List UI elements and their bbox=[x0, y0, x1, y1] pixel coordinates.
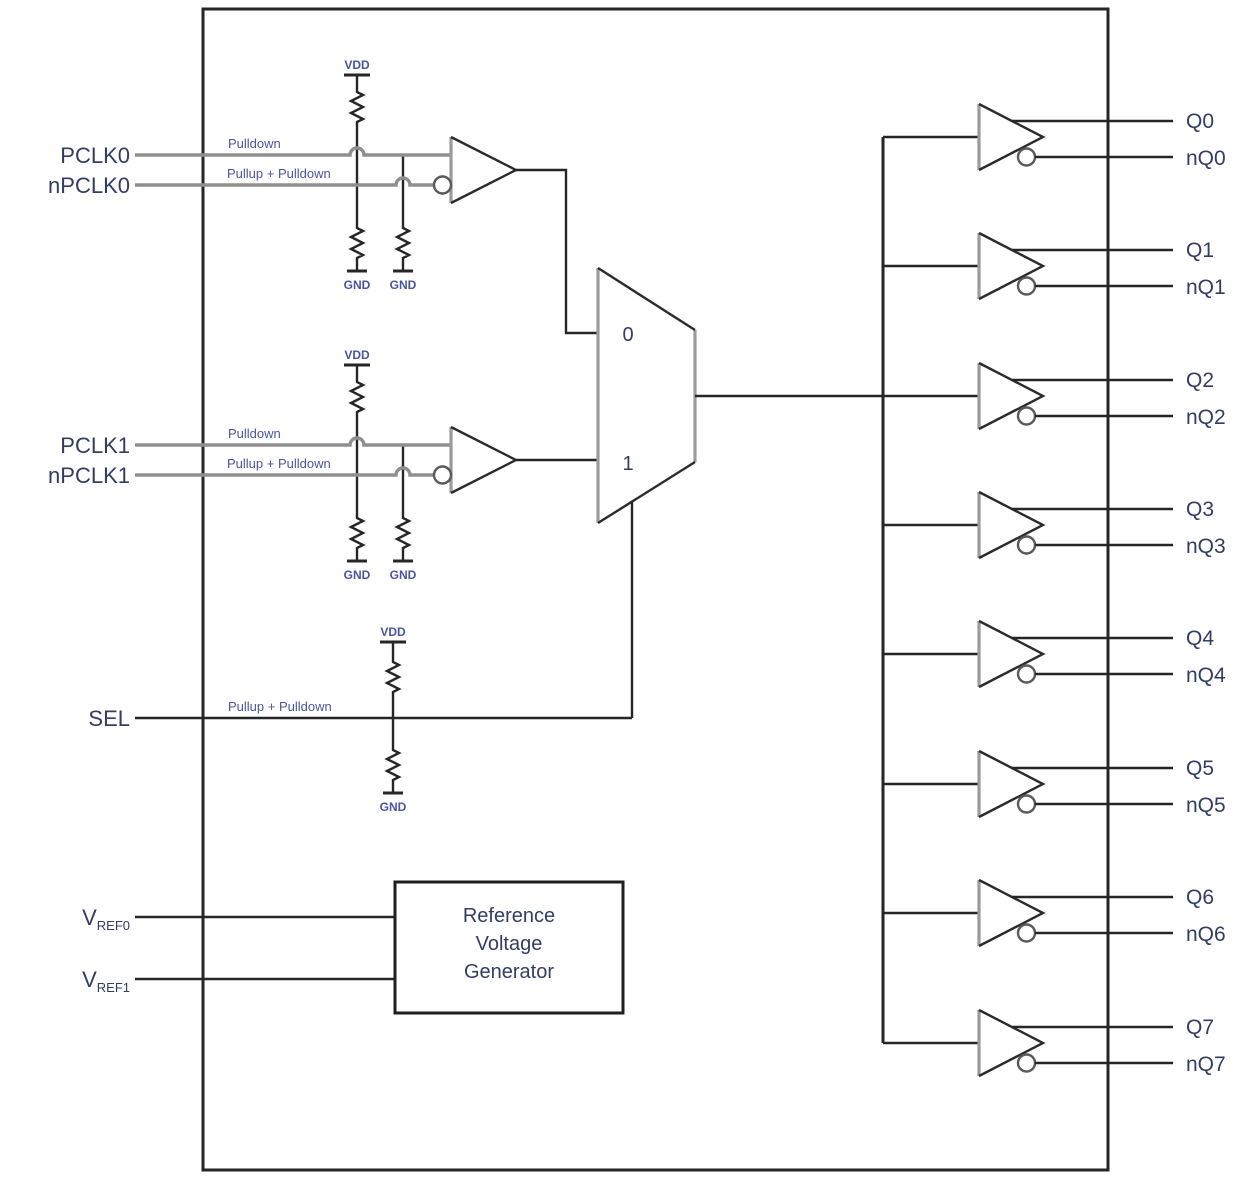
npclk0-termination-annotation: Pullup + Pulldown bbox=[227, 166, 331, 181]
inversion-bubble-icon bbox=[1016, 664, 1037, 684]
npclk1-termination-annotation: Pullup + Pulldown bbox=[227, 456, 331, 471]
output-channel-1: Q1 nQ1 bbox=[883, 231, 1226, 301]
pulldown-resistor bbox=[395, 513, 411, 553]
vref0-subscript: REF0 bbox=[97, 918, 130, 933]
pclk0-input-network: VDD GND GND Pulldown Pullup + Pulldown P… bbox=[48, 58, 451, 292]
output-buffer-triangle bbox=[978, 619, 1046, 689]
nq-port-label: nQ5 bbox=[1186, 794, 1226, 817]
pulldown-resistor bbox=[349, 513, 365, 553]
output-channel-3: Q3 nQ3 bbox=[883, 490, 1226, 560]
inversion-bubble-icon bbox=[1016, 276, 1037, 296]
pulldown-resistor bbox=[349, 223, 365, 263]
q-port-label: Q7 bbox=[1186, 1016, 1214, 1039]
pullup-resistor bbox=[349, 87, 365, 127]
mux-input0-label: 0 bbox=[622, 324, 633, 346]
output-channel-7: Q7 nQ7 bbox=[883, 1008, 1226, 1078]
pclk0-signal-line bbox=[135, 146, 451, 157]
vref0-base: V bbox=[82, 905, 97, 930]
output-channel-4: Q4 nQ4 bbox=[883, 619, 1226, 689]
npclk0-signal-line bbox=[135, 176, 434, 187]
vdd-label: VDD bbox=[344, 58, 370, 72]
output-buffer-triangle bbox=[978, 102, 1046, 172]
mux-slant-edges bbox=[597, 266, 696, 525]
nq-port-label: nQ3 bbox=[1186, 535, 1226, 558]
inversion-bubble-icon bbox=[432, 465, 453, 485]
nq-port-label: nQ1 bbox=[1186, 276, 1226, 299]
mux-vertical-edges bbox=[596, 268, 697, 523]
gnd-label: GND bbox=[344, 278, 371, 292]
reference-voltage-generator-block: Reference Voltage Generator bbox=[393, 880, 625, 1015]
reference-voltage-generator-box bbox=[393, 880, 625, 1015]
q-port-label: Q5 bbox=[1186, 757, 1214, 780]
output-channel-0: Q0 nQ0 bbox=[883, 102, 1226, 172]
pulldown-resistor bbox=[395, 223, 411, 263]
input-buffer-pclk0 bbox=[432, 135, 598, 335]
vref-inputs: VREF0 VREF1 bbox=[82, 905, 395, 995]
gnd-label: GND bbox=[380, 800, 407, 814]
npclk0-port-label: nPCLK0 bbox=[48, 173, 130, 198]
inversion-bubble-icon bbox=[1016, 535, 1037, 555]
vref1-base: V bbox=[82, 967, 97, 992]
pclk1-termination-annotation: Pulldown bbox=[228, 426, 281, 441]
pclk0-port-label: PCLK0 bbox=[60, 143, 130, 168]
ic-boundary bbox=[201, 7, 1110, 1172]
pclk1-port-label: PCLK1 bbox=[60, 433, 130, 458]
pullup-resistor bbox=[385, 657, 401, 697]
inversion-bubble-icon bbox=[1016, 147, 1037, 167]
q-port-label: Q0 bbox=[1186, 110, 1214, 133]
inversion-bubble-icon bbox=[1016, 406, 1037, 426]
npclk1-signal-line bbox=[135, 466, 434, 477]
reference-block-line1: Reference bbox=[463, 905, 555, 927]
output-buffer-triangle bbox=[978, 1008, 1046, 1078]
nq-port-label: nQ4 bbox=[1186, 664, 1226, 687]
pulldown-resistor bbox=[385, 745, 401, 785]
output-channel-6: Q6 nQ6 bbox=[883, 878, 1226, 948]
nq-port-label: nQ7 bbox=[1186, 1053, 1226, 1076]
buffer0-to-mux-wire bbox=[516, 168, 598, 335]
inversion-bubble-icon bbox=[1016, 923, 1037, 943]
pclk1-signal-line bbox=[135, 436, 451, 447]
q-port-label: Q1 bbox=[1186, 239, 1214, 262]
q-port-label: Q3 bbox=[1186, 498, 1214, 521]
vdd-label: VDD bbox=[344, 348, 370, 362]
inversion-bubble-icon bbox=[432, 175, 453, 195]
gnd-label: GND bbox=[390, 278, 417, 292]
q-port-label: Q2 bbox=[1186, 369, 1214, 392]
reference-block-line2: Voltage bbox=[476, 933, 543, 955]
buffer-triangle bbox=[450, 135, 519, 205]
output-channel-2: Q2 nQ2 bbox=[883, 361, 1226, 431]
buffer-triangle bbox=[450, 425, 519, 495]
sel-port-label: SEL bbox=[88, 706, 130, 731]
output-buffer-triangle bbox=[978, 490, 1046, 560]
nq-port-label: nQ0 bbox=[1186, 147, 1226, 170]
nq-port-label: nQ2 bbox=[1186, 406, 1226, 429]
inversion-bubble-icon bbox=[1016, 794, 1037, 814]
mux-input1-label: 1 bbox=[622, 453, 633, 475]
vdd-label: VDD bbox=[380, 625, 406, 639]
output-channel-5: Q5 nQ5 bbox=[883, 749, 1226, 819]
inversion-bubble-icon bbox=[1016, 1053, 1037, 1073]
vref0-port-label: VREF0 bbox=[82, 905, 130, 933]
gnd-label: GND bbox=[344, 568, 371, 582]
gnd-label: GND bbox=[390, 568, 417, 582]
clock-select-mux: 0 1 bbox=[596, 266, 883, 718]
sel-termination-annotation: Pullup + Pulldown bbox=[228, 699, 332, 714]
pclk1-input-network: VDD GND GND Pulldown Pullup + Pulldown P… bbox=[48, 348, 451, 582]
output-buffer-triangle bbox=[978, 361, 1046, 431]
pullup-resistor bbox=[349, 377, 365, 417]
q-port-label: Q6 bbox=[1186, 886, 1214, 909]
q-port-label: Q4 bbox=[1186, 627, 1214, 650]
pclk0-termination-annotation: Pulldown bbox=[228, 136, 281, 151]
output-buffer-triangle bbox=[978, 231, 1046, 301]
input-buffer-pclk1 bbox=[432, 425, 598, 495]
npclk1-port-label: nPCLK1 bbox=[48, 463, 130, 488]
vref1-subscript: REF1 bbox=[97, 980, 130, 995]
reference-block-line3: Generator bbox=[464, 961, 554, 983]
output-buffer-triangle bbox=[978, 749, 1046, 819]
sel-input-network: VDD GND Pullup + Pulldown SEL bbox=[88, 625, 632, 814]
vref1-port-label: VREF1 bbox=[82, 967, 130, 995]
output-buffer-triangle bbox=[978, 878, 1046, 948]
nq-port-label: nQ6 bbox=[1186, 923, 1226, 946]
